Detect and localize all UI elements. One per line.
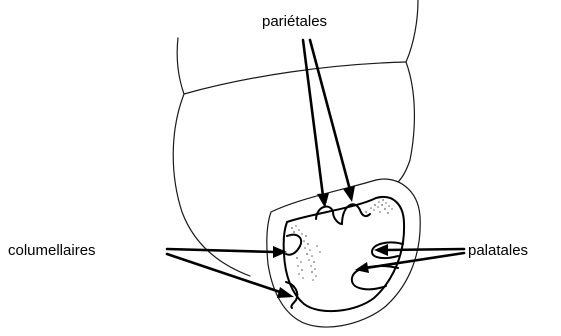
arrow-columellaires-2 [167,254,283,293]
suture-line [184,62,406,94]
label-parietales: pariétales [262,13,327,30]
parietal-lamella-2 [342,204,370,224]
arrow-parietales-1 [303,40,323,196]
aperture [267,179,420,327]
arrow-columellaires-1 [167,249,275,252]
apex-whorl-right-edge [406,0,418,62]
columellar-fold-upper [286,235,301,255]
label-palatales: palatales [468,242,528,259]
peristome-outer-lip [267,179,420,327]
arrow-parietales-2 [310,40,350,190]
label-columellaires: columellaires [8,242,96,259]
arrow-palatales-2 [366,253,464,268]
apex-whorl-left-edge [177,38,184,94]
body-whorl-right-edge [398,62,414,182]
annotation-arrows [167,40,464,298]
arrow-palatales-1 [386,249,464,250]
